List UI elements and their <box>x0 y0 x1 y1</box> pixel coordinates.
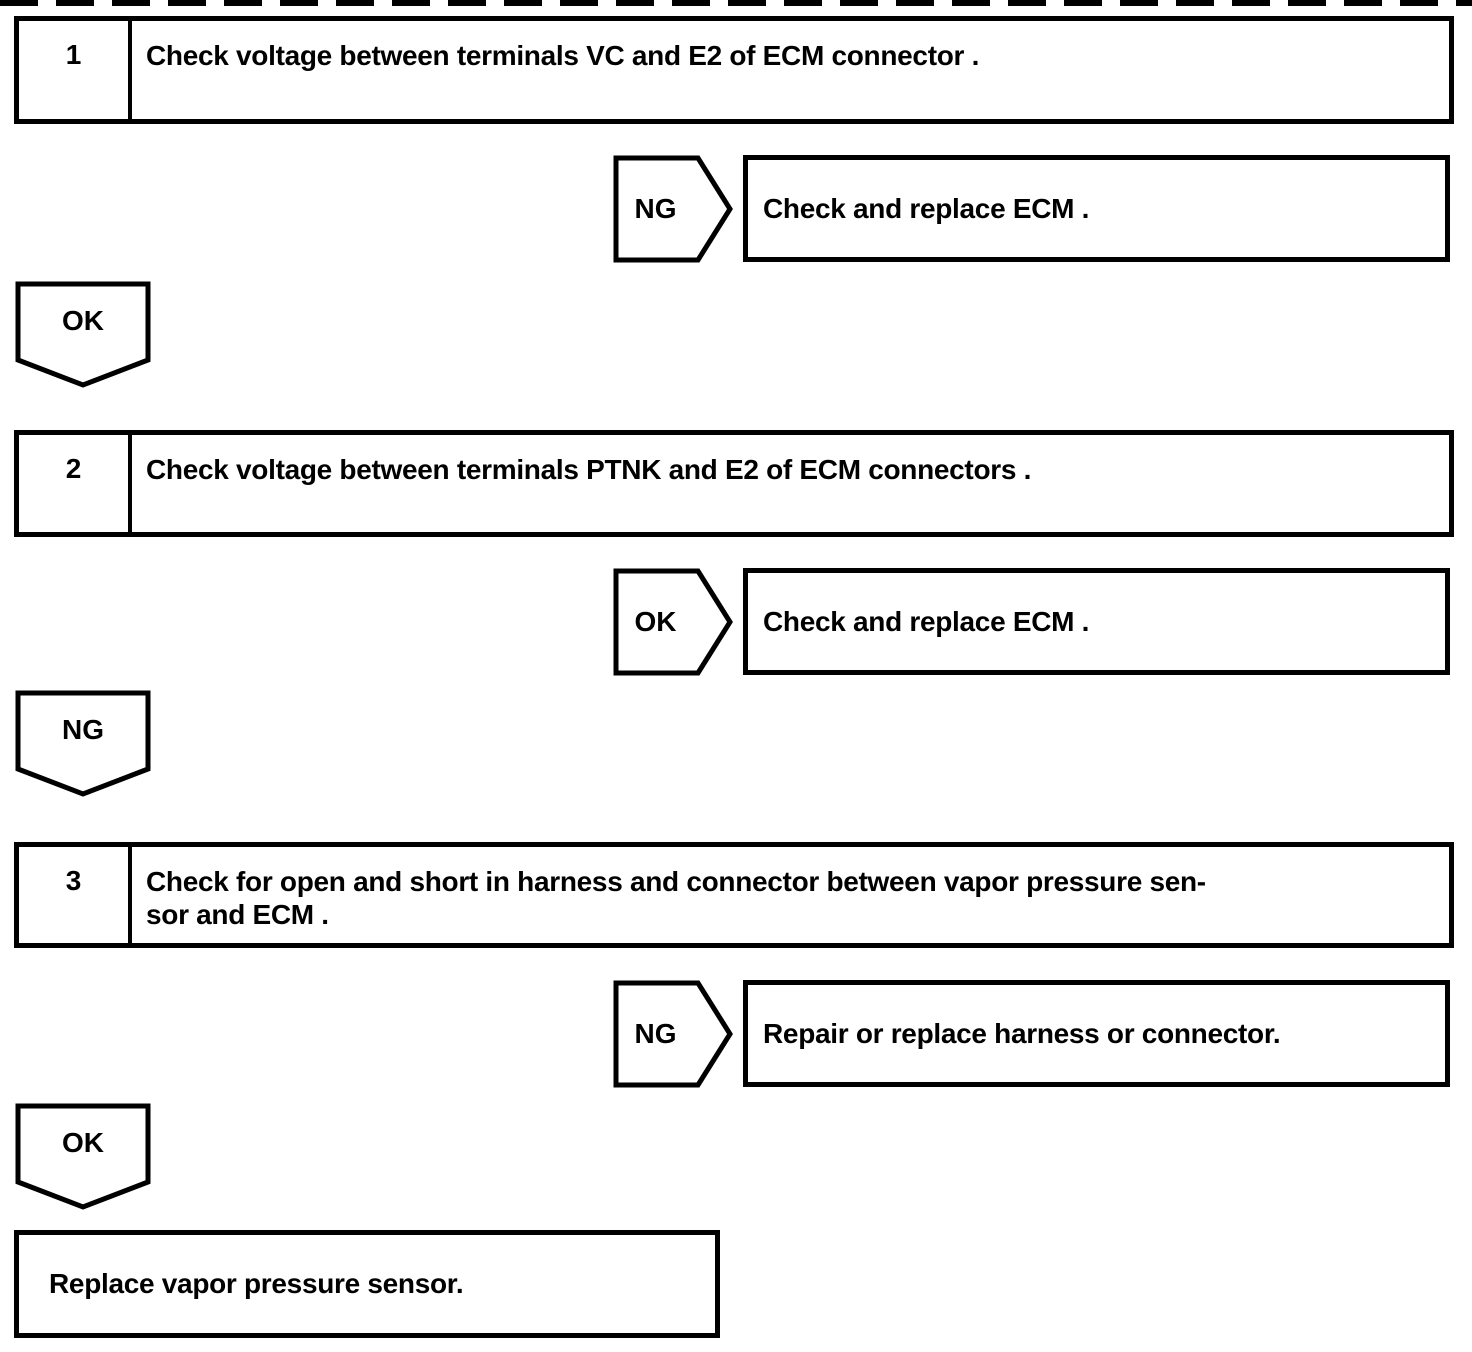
continue-1-tag-label: OK <box>62 304 104 336</box>
step-3-number: 3 <box>19 847 132 943</box>
step-1-box: 1 Check voltage between terminals VC and… <box>14 16 1454 124</box>
branch-3-action-text: Repair or replace harness or connector. <box>763 1017 1281 1049</box>
branch-2-action-box: Check and replace ECM . <box>743 568 1450 675</box>
step-2-box: 2 Check voltage between terminals PTNK a… <box>14 430 1454 537</box>
ng-arrow-right-icon <box>613 980 733 1088</box>
final-action-text: Replace vapor pressure sensor. <box>49 1268 464 1299</box>
branch-2-tag-label: OK <box>634 606 677 637</box>
ng-arrow-right-icon <box>613 155 733 263</box>
ok-arrow-down-icon <box>15 1103 151 1210</box>
step-3-instruction: Check for open and short in harness and … <box>146 866 1206 930</box>
continue-3-ok-tag: OK <box>15 1103 151 1210</box>
branch-2-ok-tag: OK <box>613 568 733 676</box>
step-1-number: 1 <box>19 21 132 119</box>
ng-arrow-down-icon <box>15 690 151 797</box>
branch-3-tag-label: NG <box>634 1018 677 1049</box>
continue-1-ok-tag: OK <box>15 281 151 388</box>
branch-1-action-box: Check and replace ECM . <box>743 155 1450 262</box>
branch-2-action-text: Check and replace ECM . <box>763 605 1090 637</box>
branch-1-action-text: Check and replace ECM . <box>763 192 1090 224</box>
step-2-number: 2 <box>19 435 132 532</box>
branch-3-ng-tag: NG <box>613 980 733 1088</box>
step-3-box: 3 Check for open and short in harness an… <box>14 842 1454 948</box>
branch-1-tag-label: NG <box>634 193 677 224</box>
branch-1-ng-tag: NG <box>613 155 733 263</box>
ok-arrow-right-icon <box>613 568 733 676</box>
final-action-box: Replace vapor pressure sensor. <box>14 1230 720 1338</box>
branch-3-action-box: Repair or replace harness or connector. <box>743 980 1450 1087</box>
step-2-instruction: Check voltage between terminals PTNK and… <box>146 454 1032 485</box>
continue-2-tag-label: NG <box>62 713 104 745</box>
continue-2-ng-tag: NG <box>15 690 151 797</box>
step-1-instruction: Check voltage between terminals VC and E… <box>146 40 980 71</box>
scan-artifact-top <box>0 0 1472 6</box>
ok-arrow-down-icon <box>15 281 151 388</box>
continue-3-tag-label: OK <box>62 1126 104 1158</box>
